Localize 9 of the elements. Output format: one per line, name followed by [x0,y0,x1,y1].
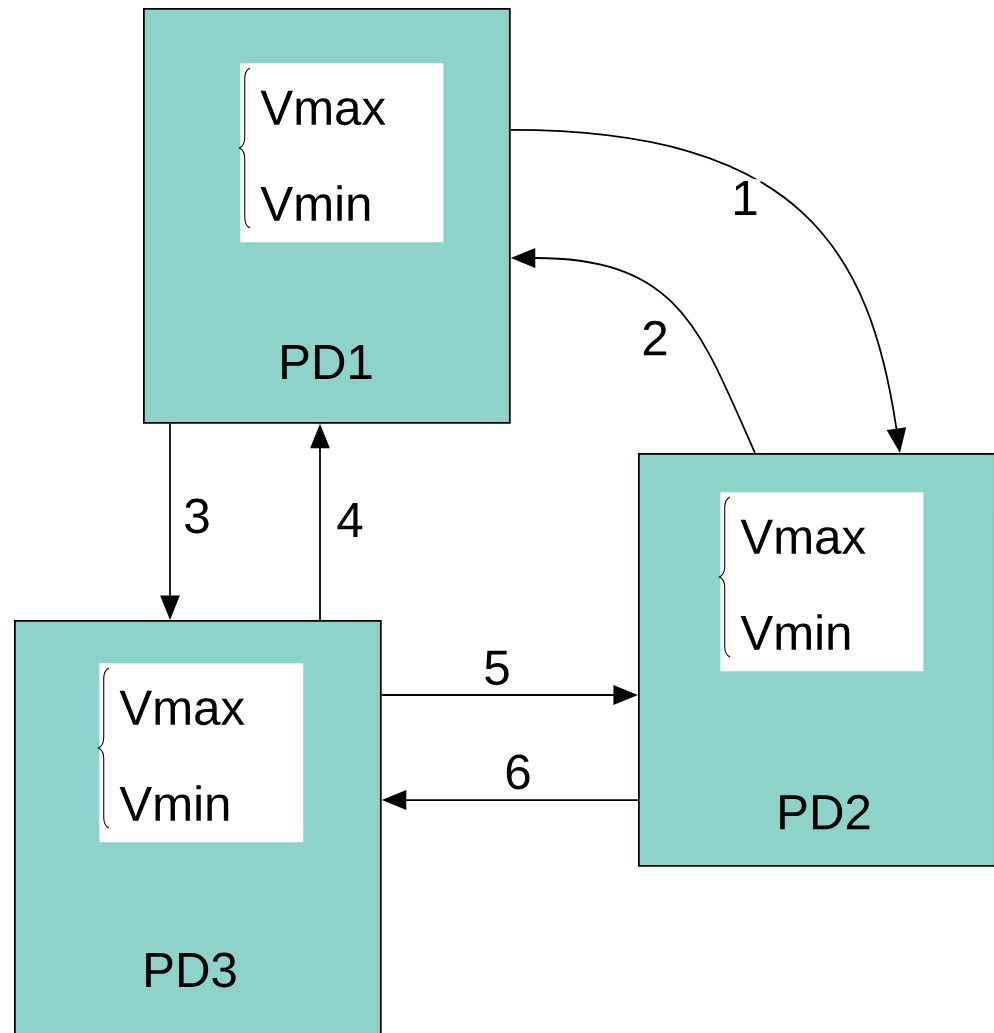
value-box: Vmax Vmin [97,663,304,843]
edge-label: 4 [334,501,366,539]
value-box: Vmax Vmin [238,63,444,243]
value-box: Vmax Vmin [718,492,924,672]
edge-label: 1 [729,179,761,217]
edge-label: 3 [181,496,213,536]
edge-label: 5 [481,649,513,687]
edge-label: 2 [639,319,671,357]
edge-label: 6 [502,752,534,792]
